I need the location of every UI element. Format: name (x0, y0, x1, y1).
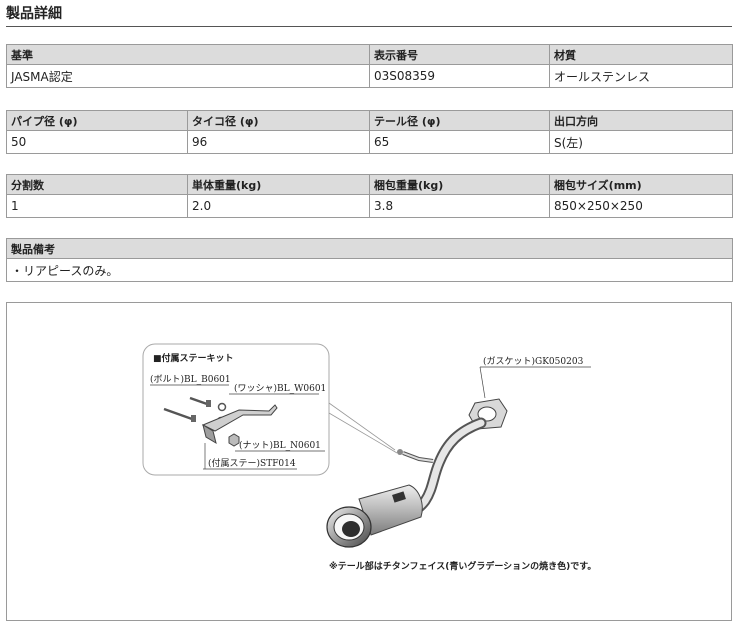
spec-table-standard: 基準 表示番号 材質 JASMA認定 03S08359 オールステンレス (6, 44, 733, 88)
product-diagram: ■付属ステーキット (ボルト)BL_B0601 (ワッシャ)BL_W0601 (… (6, 302, 732, 621)
footnote-text: ※テール部はチタンフェイス(青いグラデーションの焼き色)です。 (329, 560, 596, 572)
header-silencer-diameter: タイコ径 (φ) (187, 110, 370, 131)
header-package-size: 梱包サイズ(mm) (549, 174, 733, 195)
value-silencer-diameter: 96 (187, 130, 370, 154)
header-tail-diameter: テール径 (φ) (369, 110, 550, 131)
header-pieces: 分割数 (6, 174, 188, 195)
header-standard: 基準 (6, 44, 370, 65)
value-tail-diameter: 65 (369, 130, 550, 154)
kit-callout-box (142, 343, 330, 476)
muffler-diagram-svg: ■付属ステーキット (ボルト)BL_B0601 (ワッシャ)BL_W0601 (… (142, 343, 596, 572)
header-exit-direction: 出口方向 (549, 110, 733, 131)
value-pieces: 1 (6, 194, 188, 218)
value-pipe-diameter: 50 (6, 130, 188, 154)
bolt-label: (ボルト)BL_B0601 (150, 374, 231, 385)
header-material: 材質 (549, 44, 733, 65)
silencer-body (358, 484, 423, 536)
kit-title: ■付属ステーキット (153, 352, 234, 364)
value-standard: JASMA認定 (6, 64, 370, 88)
stay-bracket-icon (201, 404, 278, 445)
value-package-size: 850×250×250 (549, 194, 733, 218)
header-package-weight: 梱包重量(kg) (369, 174, 550, 195)
bolt-icon (163, 396, 211, 422)
title-divider (6, 26, 732, 27)
kit-leader-line-a (328, 402, 396, 451)
kit-leader-line-b (328, 412, 398, 454)
value-unit-weight: 2.0 (187, 194, 370, 218)
header-display-number: 表示番号 (369, 44, 550, 65)
spec-table-weights: 分割数 単体重量(kg) 梱包重量(kg) 梱包サイズ(mm) 1 2.0 3.… (6, 174, 733, 218)
spec-table-dimensions: パイプ径 (φ) タイコ径 (φ) テール径 (φ) 出口方向 50 96 65… (6, 110, 733, 154)
header-product-notes: 製品備考 (6, 238, 733, 259)
muffler-illustration (326, 398, 508, 548)
stay-label: (付属ステー)STF014 (208, 458, 296, 469)
header-pipe-diameter: パイプ径 (φ) (6, 110, 188, 131)
gasket-leader (479, 366, 486, 399)
value-exit-direction: S(左) (549, 130, 733, 154)
gasket-label: (ガスケット)GK050203 (483, 356, 584, 367)
nut-icon (228, 433, 240, 447)
logo-badge (392, 491, 406, 503)
value-product-notes: ・リアピースのみ。 (6, 258, 733, 282)
value-package-weight: 3.8 (369, 194, 550, 218)
value-material: オールステンレス (549, 64, 733, 88)
nut-label: (ナット)BL_N0601 (239, 440, 321, 451)
header-unit-weight: 単体重量(kg) (187, 174, 370, 195)
value-display-number: 03S08359 (369, 64, 550, 88)
washer-label: (ワッシャ)BL_W0601 (234, 383, 326, 394)
page-title: 製品詳細 (6, 6, 62, 22)
product-notes-table: 製品備考 ・リアピースのみ。 (6, 238, 733, 282)
